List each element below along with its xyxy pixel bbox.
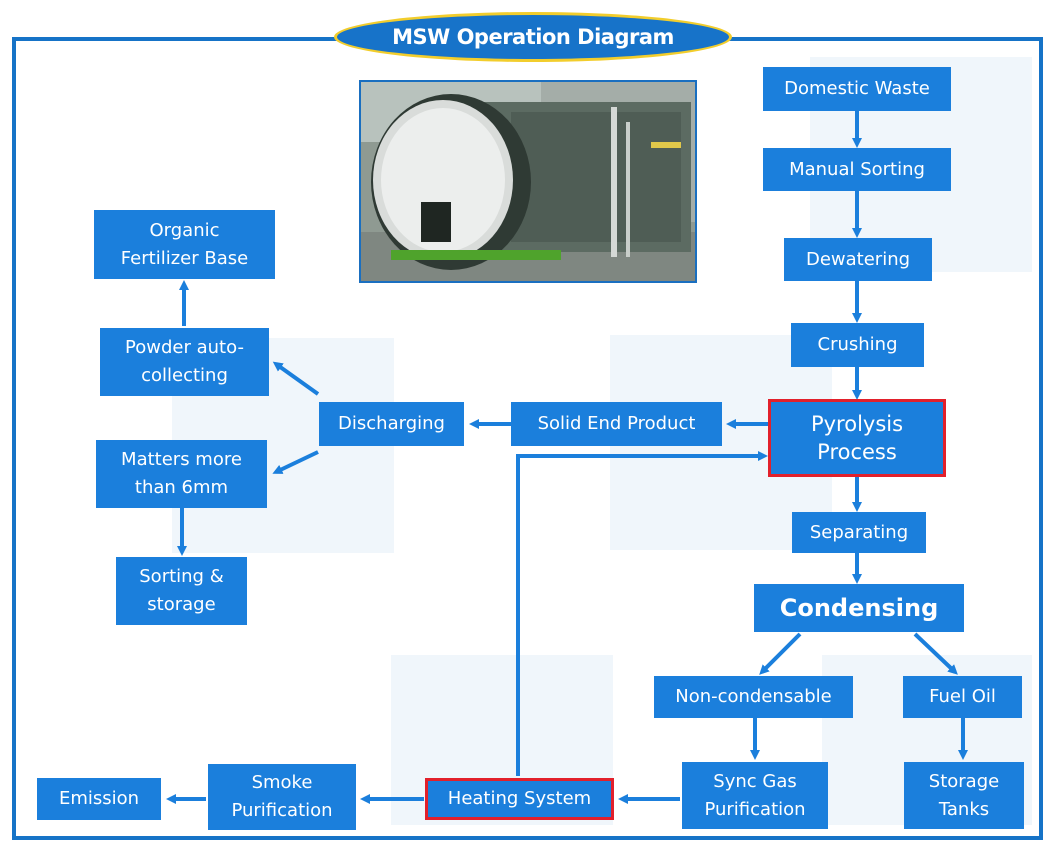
sync-gas-purification-box: Sync Gas Purification [682, 762, 828, 829]
matters-more-than-6mm-box: Matters more than 6mm [96, 440, 267, 508]
separating-box: Separating [792, 512, 926, 553]
discharging-box: Discharging [319, 402, 464, 446]
sorting-storage-box: Sorting & storage [116, 557, 247, 625]
dewatering-box: Dewatering [784, 238, 932, 281]
condensing-box: Condensing [754, 584, 964, 632]
reactor-illustration [361, 82, 695, 281]
manual-sorting-box: Manual Sorting [763, 148, 951, 191]
storage-tanks-box: Storage Tanks [904, 762, 1024, 829]
crushing-box: Crushing [791, 323, 924, 367]
domestic-waste-box: Domestic Waste [763, 67, 951, 111]
organic-fertilizer-base-box: Organic Fertilizer Base [94, 210, 275, 279]
emission-box: Emission [37, 778, 161, 820]
diagram-title: MSW Operation Diagram [334, 12, 732, 62]
non-condensable-box: Non-condensable [654, 676, 853, 718]
reactor-photo [359, 80, 697, 283]
solid-end-product-box: Solid End Product [511, 402, 722, 446]
pyrolysis-process-box: Pyrolysis Process [768, 399, 946, 477]
fuel-oil-box: Fuel Oil [903, 676, 1022, 718]
heating-system-box: Heating System [425, 778, 614, 820]
smoke-purification-box: Smoke Purification [208, 764, 356, 830]
powder-auto-collecting-box: Powder auto- collecting [100, 328, 269, 396]
